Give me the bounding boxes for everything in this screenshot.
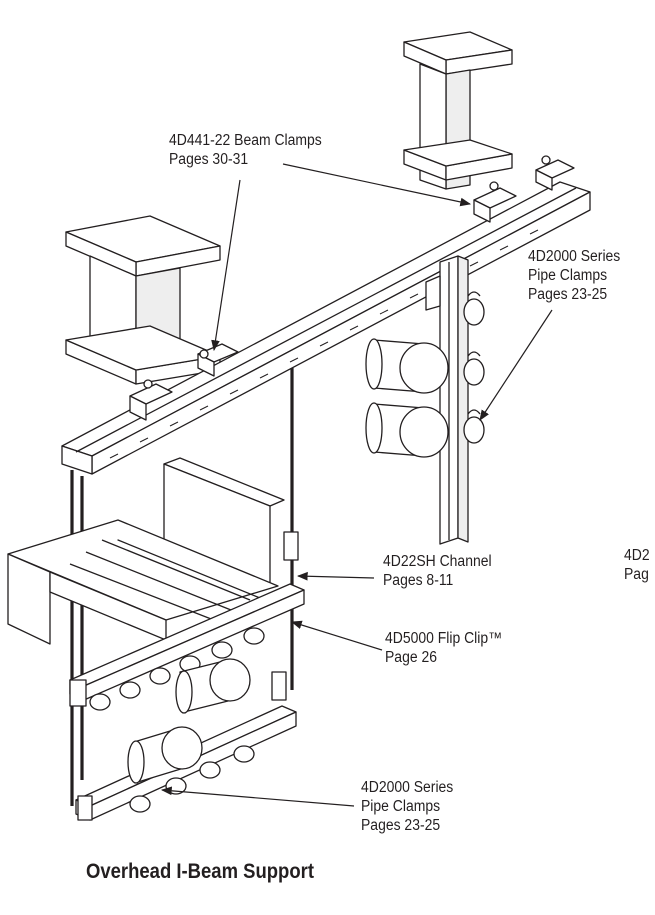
callout-cropped-right-line2: Pag xyxy=(624,566,649,583)
callout-pipe-clamps-lower-line3: Pages 23-25 xyxy=(361,817,441,834)
callout-cropped-right-line1: 4D2 xyxy=(624,547,650,564)
callout-flip-clip: 4D5000 Flip Clip™ Page 26 xyxy=(385,629,502,667)
beam-clamp-left-1 xyxy=(197,343,239,377)
callout-flip-clip-line2: Page 26 xyxy=(385,649,437,666)
beam-clamp-upper-right-1 xyxy=(473,181,517,223)
callout-pipe-clamps-upper-line2: Pipe Clamps xyxy=(528,267,608,284)
callout-pipe-clamps-upper-line1: 4D2000 Series xyxy=(528,248,621,265)
callout-channel: 4D22SH Channel Pages 8-11 xyxy=(383,552,492,590)
beam-clamp-left-2 xyxy=(129,379,173,421)
leader-beam-clamps-left xyxy=(211,179,241,352)
beam-clamp-upper-right-2 xyxy=(535,155,575,191)
flip-clip-1 xyxy=(283,531,299,561)
leader-flip-clip xyxy=(290,620,383,651)
callout-flip-clip-line1: 4D5000 Flip Clip™ xyxy=(385,630,503,647)
callout-cropped-right: 4D2 Pag xyxy=(624,546,650,584)
callout-beam-clamps: 4D441-22 Beam Clamps Pages 30-31 xyxy=(169,131,322,169)
i-beam-right xyxy=(403,31,513,190)
small-pipes-vertical xyxy=(463,291,485,444)
callout-pipe-clamps-lower: 4D2000 Series Pipe Clamps Pages 23-25 xyxy=(361,778,453,835)
flip-clip-3 xyxy=(69,679,87,707)
callout-channel-line1: 4D22SH Channel xyxy=(383,553,492,570)
callout-beam-clamps-line2: Pages 30-31 xyxy=(169,151,249,168)
channel-slots xyxy=(109,229,539,459)
callout-pipe-clamps-lower-line2: Pipe Clamps xyxy=(361,798,441,815)
threaded-rods xyxy=(70,368,294,806)
leader-beam-clamps-right xyxy=(282,163,472,207)
callout-pipe-clamps-lower-line1: 4D2000 Series xyxy=(361,779,454,796)
vertical-strut xyxy=(425,255,469,545)
leader-lines xyxy=(160,163,553,807)
callout-pipe-clamps-upper: 4D2000 Series Pipe Clamps Pages 23-25 xyxy=(528,247,620,304)
pipe-lower-2 xyxy=(127,726,203,784)
flip-clip-4 xyxy=(77,795,93,821)
i-beam-left xyxy=(65,215,221,385)
pipe-upper-2 xyxy=(365,402,449,458)
cable-tray xyxy=(7,457,285,645)
figure-caption: Overhead I-Beam Support xyxy=(86,860,314,883)
callout-pipe-clamps-upper-line3: Pages 23-25 xyxy=(528,286,608,303)
pipe-upper-1 xyxy=(365,338,449,394)
leader-pipe-clamps-lower xyxy=(160,786,355,807)
pipe-lower-1 xyxy=(175,658,251,714)
flip-clip-2 xyxy=(271,671,287,701)
callout-beam-clamps-line1: 4D441-22 Beam Clamps xyxy=(169,132,322,149)
callout-channel-line2: Pages 8-11 xyxy=(383,572,454,589)
leader-pipe-clamps-upper xyxy=(479,309,553,421)
leader-channel xyxy=(296,571,375,581)
